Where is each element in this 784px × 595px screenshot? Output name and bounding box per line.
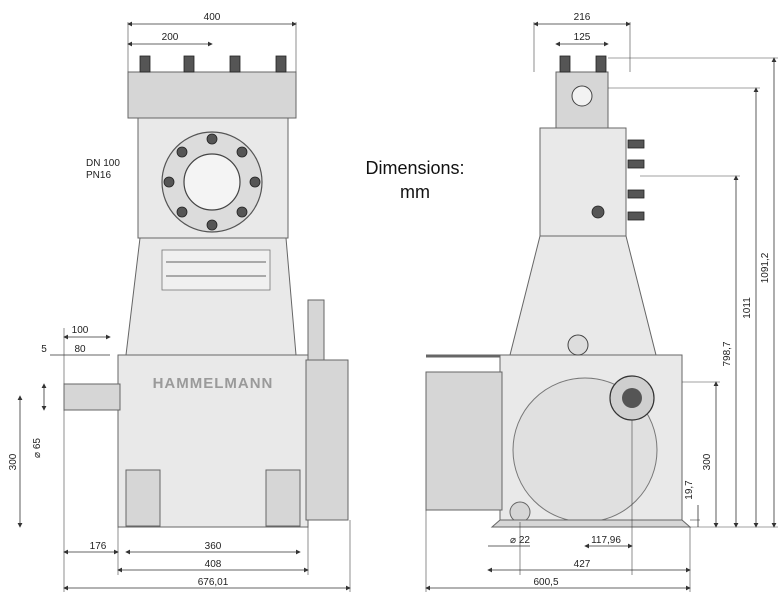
dim-117: 117,96 [591,535,621,546]
dim-side-216: 216 [574,12,591,23]
flange-size-label: DN 100 [86,158,120,169]
dim-side-125: 125 [574,32,591,43]
dimensions-note-unit: mm [400,182,430,202]
valve-block [127,71,297,119]
dim-half-width: 200 [162,32,179,43]
dim-base-408: 408 [205,559,222,570]
dim-shaft-5: 5 [41,344,47,355]
side-dimensions: 216 125 1091,2 1011 798,7 300 19,7 ⌀ 22 … [425,12,778,592]
dim-427: 427 [574,559,591,570]
dim-600: 600,5 [533,577,558,588]
dim-shaft-height: 300 [8,453,19,470]
side-valve-block [555,71,609,129]
dimensions-note-title: Dimensions: [365,158,465,178]
side-pump [305,359,349,521]
drive-shaft [63,383,121,411]
dim-base-176: 176 [90,541,107,552]
front-dimensions: 400 200 100 5 80 ⌀ 65 300 176 360 408 67… [8,12,351,592]
side-pipe [307,299,325,361]
dim-shaft-80: 80 [74,344,86,355]
flange-pressure-label: PN16 [86,170,111,181]
dimensions-note: Dimensions: mm [340,156,490,204]
dim-height-798: 798,7 [722,341,733,366]
side-cylinder [539,127,627,237]
dim-height-300: 300 [702,453,713,470]
dim-overall-width: 676,01 [198,577,229,588]
top-bolts [139,55,287,73]
side-bolts [627,139,645,221]
dim-height-19: 19,7 [684,480,695,500]
dim-shaft-diameter: ⌀ 65 [32,438,43,458]
brand-label: HAMMELMANN [153,375,274,392]
dim-base-360: 360 [205,541,222,552]
flange-bolts [163,133,261,231]
dim-top-width: 400 [204,12,221,23]
dim-diameter-22: ⌀ 22 [510,535,530,546]
oil-tank [425,371,503,511]
front-view: HAMMELMANN [63,55,349,528]
side-view [425,55,692,528]
dim-shaft-100: 100 [72,325,89,336]
dim-height-1011: 1011 [742,297,753,319]
dim-height-1091: 1091,2 [760,252,771,283]
